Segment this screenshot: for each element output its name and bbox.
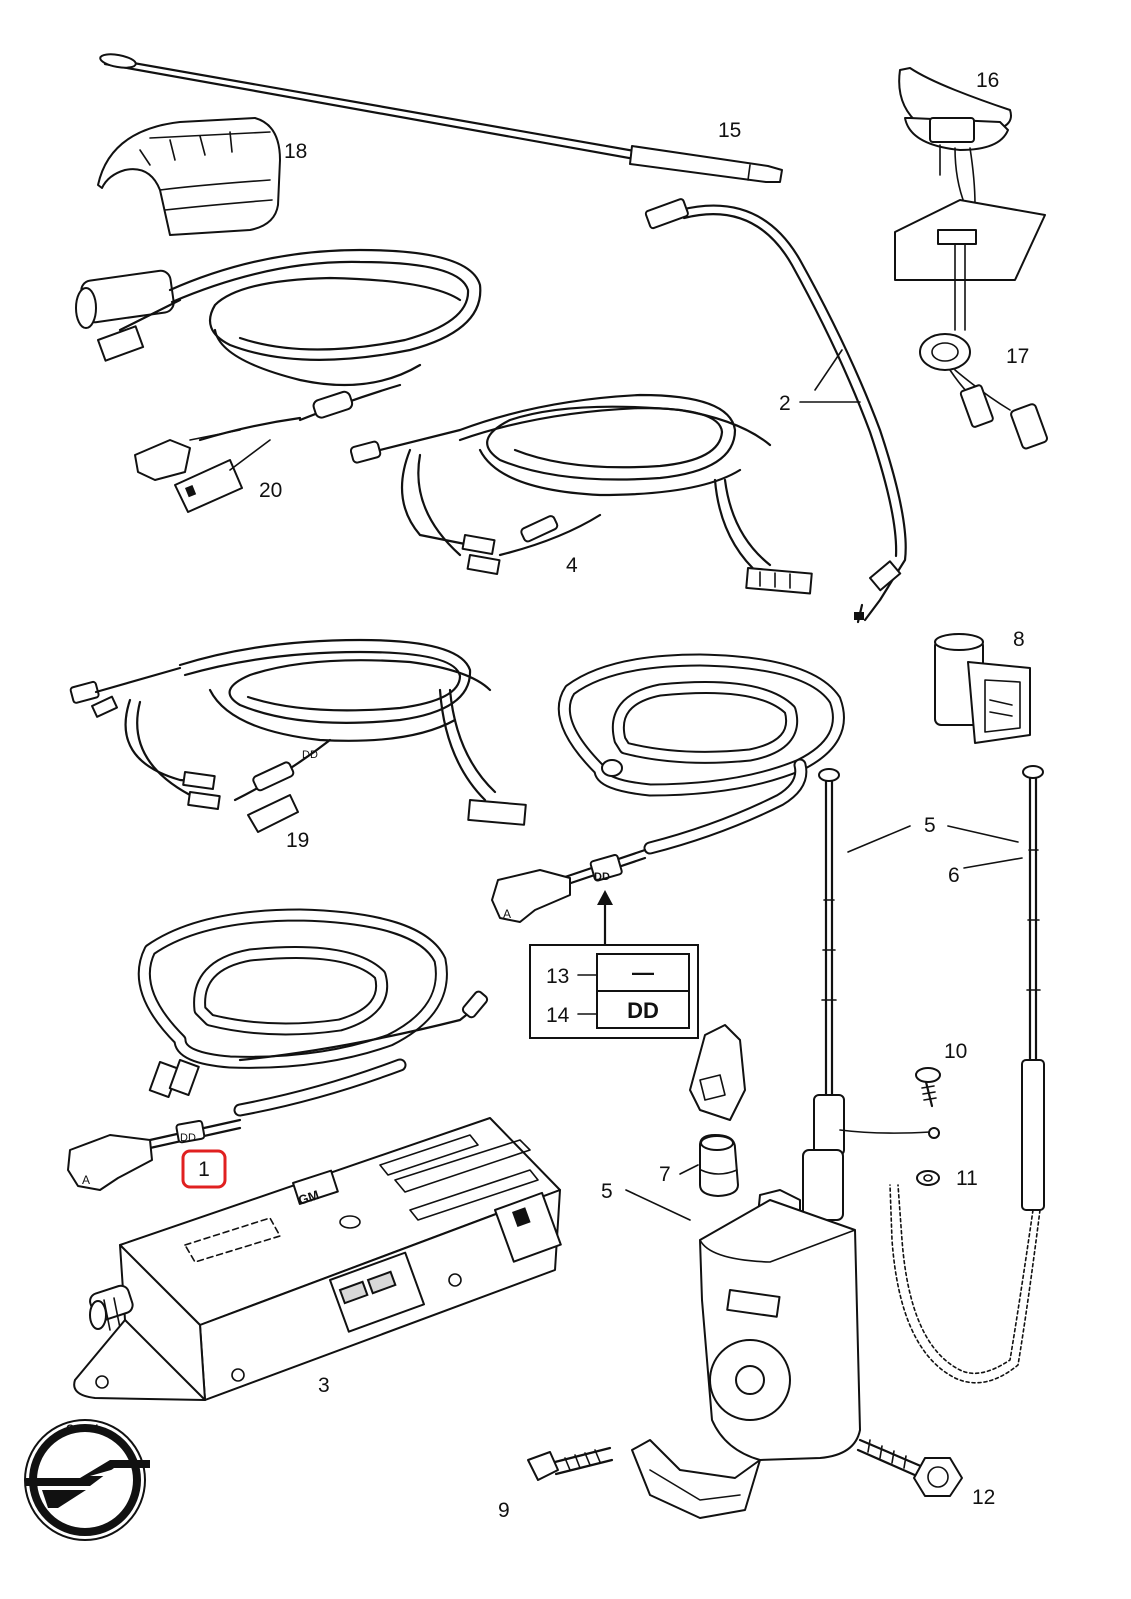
part-9b-bracket	[631, 1439, 761, 1519]
part-10-screw	[915, 1067, 941, 1108]
callout-4: 4	[566, 554, 578, 577]
variant-code-13: —	[632, 960, 654, 985]
part-16-roof-antenna	[894, 67, 1048, 450]
leader-lines	[625, 349, 1023, 1221]
callout-19: 19	[286, 829, 309, 852]
callout-17: 17	[1006, 345, 1029, 368]
cable-tag-19: DD	[302, 749, 318, 761]
callout-7: 7	[659, 1163, 671, 1186]
part-7b-cable-clip	[689, 1024, 746, 1121]
callout-18: 18	[284, 140, 307, 163]
cable-tag-13: DD	[594, 871, 610, 883]
part-6-power-antenna-mast	[889, 765, 1045, 1384]
part-13-14-antenna-cable: DD A	[491, 653, 845, 947]
part-1-antenna-cable: DD A	[67, 908, 489, 1191]
callout-9: 9	[498, 1499, 510, 1522]
callout-5-top: 5	[924, 814, 936, 837]
variant-ref-14: 14	[546, 1004, 570, 1027]
callout-8: 8	[1013, 628, 1025, 651]
variant-table: 13 — 14 DD	[529, 944, 699, 1039]
part-3-amplifier-module: GM	[73, 1117, 562, 1401]
part-9-bolt	[527, 1446, 614, 1481]
cable-tag-1: DD	[180, 1132, 196, 1144]
callout-16: 16	[976, 69, 999, 92]
part-2-antenna-cable	[644, 198, 907, 624]
callout-labels: 1 2 3 4 5 5 6 7 8 9 10 11 12 15 16 17 18…	[198, 69, 1029, 1522]
plug-letter-13: A	[503, 907, 511, 921]
callout-2: 2	[779, 392, 791, 415]
part-18-cover-cap	[97, 117, 281, 236]
callout-5-bottom: 5	[601, 1180, 613, 1203]
callout-10: 10	[944, 1040, 967, 1063]
callout-1: 1	[198, 1158, 210, 1181]
part-15-antenna-rod	[99, 53, 783, 183]
part-4-wiring-harness	[349, 393, 813, 595]
callout-20: 20	[259, 479, 282, 502]
callout-6: 6	[948, 864, 960, 887]
part-11-washer	[916, 1170, 940, 1186]
part-7-grommet	[699, 1134, 739, 1197]
callout-15: 15	[718, 119, 741, 142]
variant-code-14: DD	[627, 998, 659, 1023]
part-20-wiring-harness	[75, 248, 482, 513]
callout-12: 12	[972, 1486, 995, 1509]
logo-wordmark: OPEL	[66, 1423, 104, 1435]
variant-ref-13: 13	[546, 965, 569, 988]
part-19-wiring-harness: DD	[69, 638, 527, 833]
opel-logo: OPEL	[24, 1419, 150, 1541]
callout-11: 11	[956, 1167, 978, 1190]
module-mark: GM	[296, 1187, 321, 1208]
plug-letter-1: A	[82, 1173, 90, 1187]
part-5-power-antenna	[699, 768, 940, 1461]
part-8-mounting-bracket	[934, 633, 1031, 744]
callout-3: 3	[318, 1374, 330, 1397]
part-12-screw	[856, 1438, 963, 1497]
highlight-box-part-1	[181, 1149, 227, 1189]
